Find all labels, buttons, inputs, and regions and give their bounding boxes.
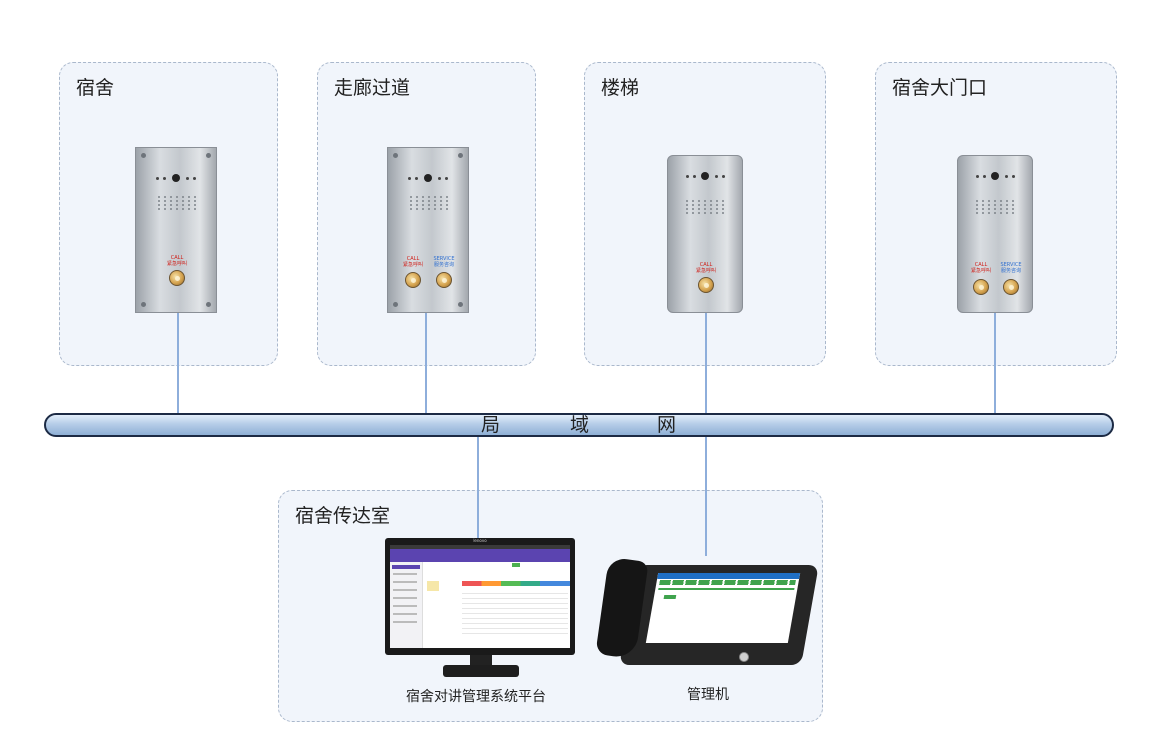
- zone-title-guard-room: 宿舍传达室: [295, 505, 391, 527]
- camera-icon: [172, 174, 180, 182]
- power-button-icon[interactable]: [739, 652, 749, 662]
- camera-icon: [701, 172, 709, 180]
- platform-caption: 宿舍对讲管理系统平台: [406, 689, 546, 705]
- call-label: CALL: [170, 255, 184, 261]
- wire-stairs: [705, 313, 707, 414]
- wire-gate: [994, 313, 996, 414]
- monitor-brand: lenovo: [473, 538, 487, 543]
- wire-corridor: [425, 313, 427, 414]
- service-button[interactable]: [1003, 279, 1019, 295]
- emergency-label: 紧急呼叫: [695, 268, 716, 274]
- manager-caption: 管理机: [687, 687, 729, 703]
- wire-platform: [477, 436, 479, 540]
- camera-icon: [991, 172, 999, 180]
- monitor: lenovo: [385, 538, 575, 655]
- lan-bus: [44, 413, 1114, 437]
- intercom-panel-gate: CALL 紧急呼叫 SERVICE 服务咨询: [957, 155, 1033, 313]
- call-label: CALL: [406, 256, 420, 262]
- zone-title-gate: 宿舍大门口: [892, 77, 988, 99]
- intercom-panel-corridor: CALL 紧急呼叫 SERVICE 服务咨询: [387, 147, 469, 313]
- zone-title-stairs: 楼梯: [601, 77, 640, 99]
- call-label: CALL: [974, 262, 988, 268]
- speaker-grill-icon: [158, 196, 198, 210]
- emergency-call-button[interactable]: [405, 272, 421, 288]
- app-header: [390, 549, 570, 562]
- monitor-screen[interactable]: [390, 545, 570, 648]
- manager-console: [595, 553, 819, 668]
- emergency-call-button[interactable]: [973, 279, 989, 295]
- camera-icon: [424, 174, 432, 182]
- wire-manager: [705, 436, 707, 556]
- lan-label-char-1: 局: [481, 414, 501, 436]
- emergency-call-button[interactable]: [698, 277, 714, 293]
- service-cn-label: 服务咨询: [1000, 268, 1021, 274]
- wire-dorm: [177, 313, 179, 414]
- call-label: CALL: [699, 262, 713, 268]
- monitor-neck: [470, 655, 492, 667]
- emergency-label: 紧急呼叫: [970, 268, 991, 274]
- monitor-base: [443, 665, 519, 677]
- service-label: SERVICE: [433, 256, 455, 262]
- intercom-panel-dorm: CALL 紧急呼叫: [135, 147, 217, 313]
- emergency-call-button[interactable]: [169, 270, 185, 286]
- zone-title-corridor: 走廊过道: [334, 77, 411, 99]
- speaker-grill-icon: [686, 200, 726, 214]
- lan-label-char-2: 域: [570, 414, 590, 436]
- speaker-grill-icon: [410, 196, 450, 210]
- lan-label-char-3: 网: [657, 414, 677, 436]
- intercom-panel-stairs: CALL 紧急呼叫: [667, 155, 743, 313]
- speaker-grill-icon: [976, 200, 1016, 214]
- service-button[interactable]: [436, 272, 452, 288]
- service-cn-label: 服务咨询: [433, 262, 454, 268]
- service-label: SERVICE: [1000, 262, 1022, 268]
- zone-title-dorm: 宿舍: [76, 77, 115, 99]
- console-screen[interactable]: [645, 573, 801, 643]
- emergency-label: 紧急呼叫: [402, 262, 423, 268]
- emergency-label: 紧急呼叫: [166, 261, 187, 267]
